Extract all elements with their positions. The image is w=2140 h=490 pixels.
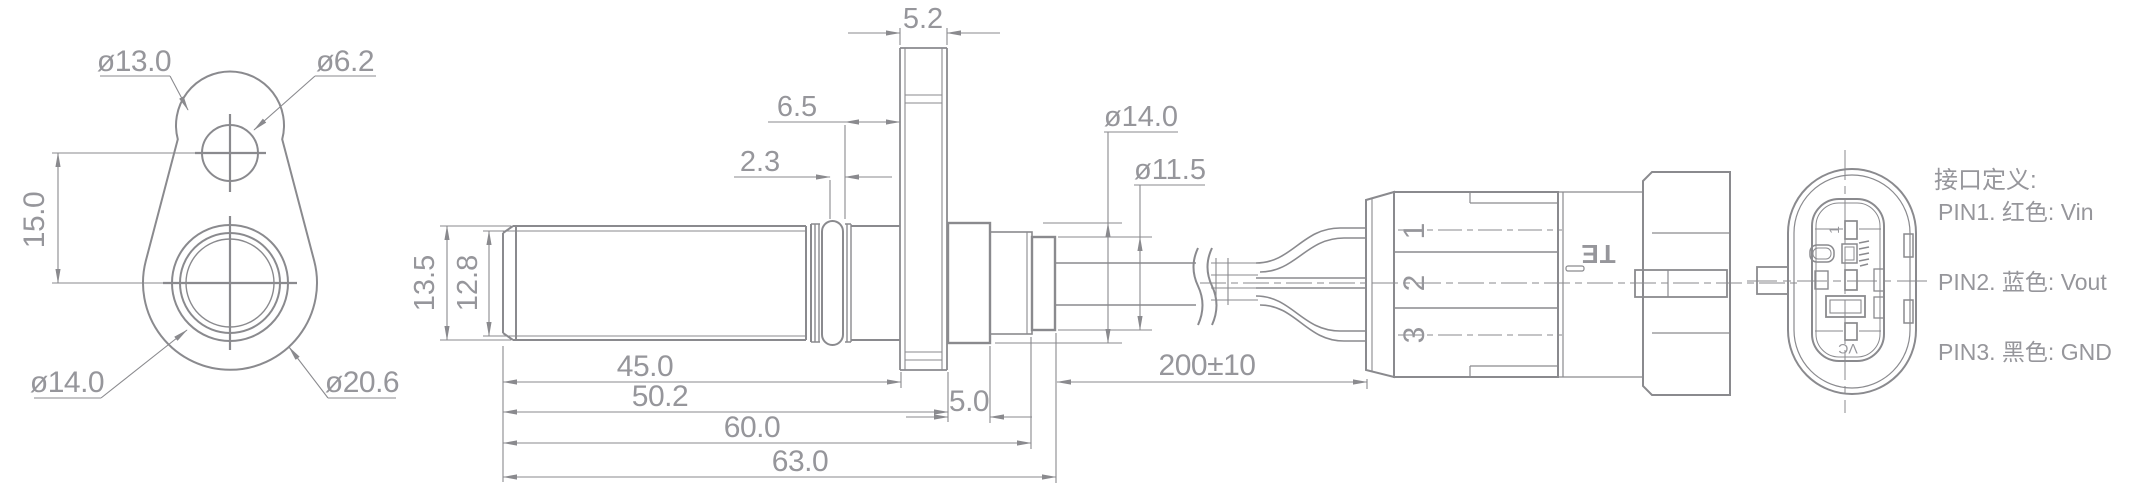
pin-definition-title: 接口定义: bbox=[1934, 167, 2037, 194]
cable-jacket bbox=[1055, 262, 1196, 306]
pin2-definition: PIN2. 蓝色: Vout bbox=[1938, 269, 2107, 295]
wide-slot-outer bbox=[1825, 295, 1866, 318]
wire-bundle bbox=[1211, 258, 1258, 305]
body-step-14 bbox=[946, 221, 992, 345]
pin3-cavity bbox=[1844, 322, 1858, 341]
barrel-inner-lines bbox=[517, 230, 806, 337]
flange-plate-inner bbox=[904, 48, 943, 370]
dim-135-text: 13.5 bbox=[409, 255, 441, 311]
label-dia-top-boss: ø13.0 bbox=[97, 45, 171, 78]
mating-shroud bbox=[1642, 171, 1731, 396]
top-hole-crosshair bbox=[195, 114, 266, 192]
sensor-side-view bbox=[440, 28, 1368, 483]
shroud-inner-lines bbox=[1652, 232, 1730, 334]
label-d62-leader bbox=[253, 75, 316, 131]
dim-d115-leader bbox=[1134, 184, 1205, 237]
center-key-inner bbox=[1844, 246, 1855, 261]
cable-break-symbol bbox=[1192, 247, 1218, 326]
front-mark-vc: VC bbox=[1838, 341, 1857, 357]
label-d206-leader bbox=[288, 346, 329, 399]
dim-60-text: 60.0 bbox=[724, 411, 780, 444]
front-pin-shroud bbox=[1811, 198, 1885, 362]
o-ring bbox=[821, 220, 844, 346]
dim-502-text: 50.2 bbox=[632, 380, 688, 413]
wire-2 bbox=[1256, 277, 1366, 289]
connector-front-view bbox=[1747, 150, 1928, 413]
dim-d14-leader bbox=[1104, 131, 1178, 223]
dim-65-text: 6.5 bbox=[777, 91, 817, 123]
keyway-rounded-inner bbox=[1812, 247, 1832, 260]
dim-d14-extensions bbox=[995, 222, 1152, 344]
shroud-key-tab-upper bbox=[1873, 268, 1885, 292]
dim-135-extensions bbox=[440, 225, 517, 341]
spacer-section bbox=[851, 225, 900, 341]
groove-rings bbox=[811, 223, 852, 343]
flange-outline bbox=[142, 70, 318, 371]
front-mark-1: 1 bbox=[1826, 226, 1842, 234]
wire-number-2: 2 bbox=[1398, 275, 1431, 292]
label-dia-top-hole: ø6.2 bbox=[316, 45, 374, 78]
dim-23-65-extensions bbox=[829, 125, 846, 219]
shroud-key-tab-lower bbox=[1873, 296, 1885, 319]
dim-45-text: 45.0 bbox=[617, 350, 673, 383]
label-d14-leader bbox=[100, 329, 188, 399]
dim-d14-text: ø14.0 bbox=[1104, 101, 1178, 133]
wire-3 bbox=[1255, 295, 1366, 342]
front-right-bump-lower bbox=[1903, 299, 1914, 324]
barrel-outline bbox=[502, 224, 812, 342]
wire-number-3: 3 bbox=[1398, 327, 1431, 344]
pin2-cavity bbox=[1844, 269, 1858, 291]
wire-seal-cap bbox=[1365, 190, 1395, 379]
dim-63-text: 63.0 bbox=[772, 445, 828, 478]
flange-plate bbox=[899, 47, 948, 371]
dim-d115-text: ø11.5 bbox=[1134, 154, 1206, 186]
pin2-side-cavity bbox=[1814, 270, 1829, 290]
dim-200-text: 200±10 bbox=[1159, 349, 1256, 382]
connector-housing bbox=[1393, 191, 1559, 378]
dim-5-text: 5.0 bbox=[949, 385, 989, 418]
rear-band bbox=[1558, 191, 1643, 378]
label-center-distance: 15.0 bbox=[18, 192, 51, 248]
pin1-cavity bbox=[1844, 220, 1858, 240]
bore-crosshair bbox=[163, 216, 297, 350]
wide-slot-inner bbox=[1829, 299, 1862, 314]
pin3-definition: PIN3. 黑色: GND bbox=[1938, 339, 2112, 365]
housing-recess-lines bbox=[1469, 192, 1558, 377]
front-pin-shroud-inner bbox=[1815, 202, 1881, 358]
label-dia-boss: ø20.6 bbox=[325, 366, 399, 399]
label-d13-leader bbox=[169, 75, 189, 111]
molded-text-mark bbox=[1858, 240, 1870, 267]
dim-52-text: 5.2 bbox=[903, 3, 943, 35]
te-brand-logo: TE bbox=[1580, 239, 1615, 269]
cable-gland bbox=[1030, 235, 1057, 332]
label-dia-bore: ø14.0 bbox=[30, 366, 104, 399]
body-step-mid bbox=[989, 231, 1033, 335]
flange-front-view bbox=[34, 70, 396, 399]
dim-128-text: 12.8 bbox=[452, 255, 484, 311]
dim-15-extensions bbox=[52, 152, 196, 284]
center-key-outer bbox=[1841, 243, 1858, 264]
pin-definition-block: 接口定义: PIN1. 红色: Vin PIN2. 蓝色: Vout PIN3.… bbox=[1934, 167, 2112, 365]
connector-side-view bbox=[1200, 171, 1798, 396]
wire-channel-dividers bbox=[1394, 251, 1558, 309]
pin1-definition: PIN1. 红色: Vin bbox=[1938, 199, 2094, 225]
te-logo-bar bbox=[1565, 265, 1585, 272]
keyway-rounded bbox=[1809, 244, 1835, 263]
front-right-bump-upper bbox=[1903, 233, 1914, 258]
wire-number-1: 1 bbox=[1398, 223, 1431, 240]
wire-1 bbox=[1255, 227, 1366, 273]
dim-23-text: 2.3 bbox=[740, 146, 780, 178]
